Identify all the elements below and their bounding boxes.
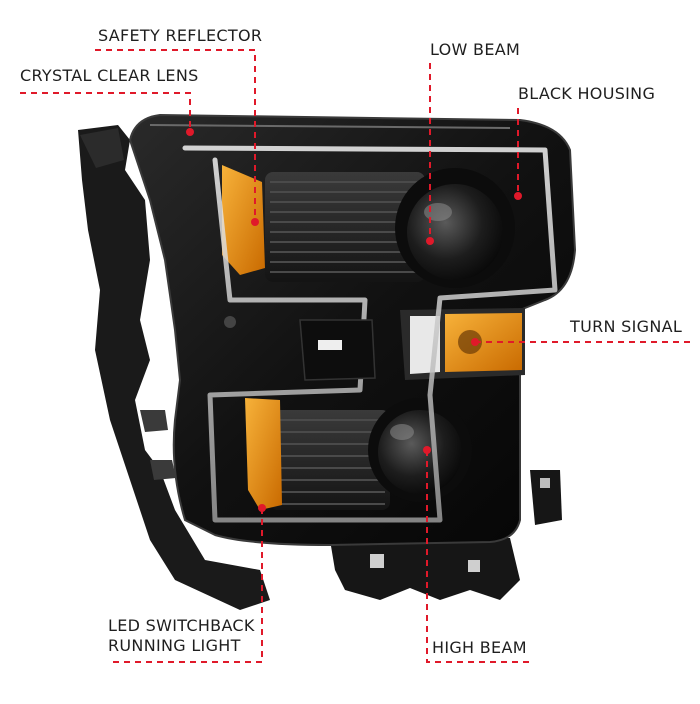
turn-signal-lamp: [400, 308, 525, 380]
mount-bolt: [224, 316, 236, 328]
label-black-housing: BLACK HOUSING: [518, 84, 656, 103]
high-beam-projector: [368, 398, 472, 502]
label-led-switchback-line1: LED SWITCHBACK: [108, 616, 255, 635]
led-switchback-bar: [182, 145, 558, 523]
label-crystal-clear-lens: CRYSTAL CLEAR LENS: [20, 66, 199, 85]
callout-dots: [186, 128, 522, 512]
mounting-brackets: [330, 470, 562, 600]
lower-reflector-ribs: [270, 410, 390, 510]
label-safety-reflector: SAFETY REFLECTOR: [98, 26, 263, 45]
callout-lines: [20, 49, 690, 663]
label-low-beam: LOW BEAM: [430, 40, 521, 59]
label-turn-signal: TURN SIGNAL: [570, 317, 683, 336]
bezel-tag: [318, 340, 342, 350]
label-led-switchback: LED SWITCHBACK RUNNING LIGHT: [108, 616, 255, 656]
label-high-beam: HIGH BEAM: [432, 638, 527, 657]
rear-housing: [78, 125, 270, 610]
lower-amber-reflector: [245, 398, 282, 510]
upper-reflector-ribs: [265, 172, 425, 282]
label-led-switchback-line2: RUNNING LIGHT: [108, 636, 241, 655]
low-beam-projector: [395, 168, 515, 288]
upper-amber-reflector: [222, 165, 265, 275]
